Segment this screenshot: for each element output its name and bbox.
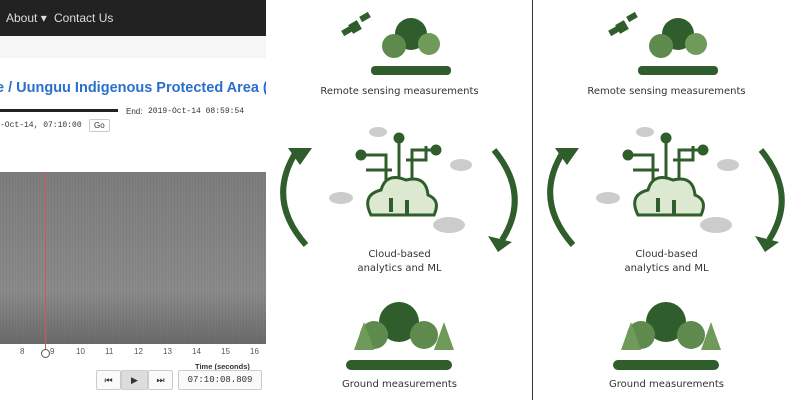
trees-top-icon xyxy=(371,18,451,75)
spectrogram[interactable] xyxy=(0,172,266,344)
prev-button[interactable]: ⏮ xyxy=(96,370,121,390)
satellite-icon xyxy=(608,11,638,37)
label-cloud-1: Cloud-based xyxy=(368,249,431,260)
cloud-analytics-icon xyxy=(622,132,709,217)
audio-viewer-page: About ▾ Contact Us e / Uunguu Indigenous… xyxy=(0,0,266,400)
play-button[interactable]: ▶ xyxy=(121,370,148,390)
go-button[interactable]: Go xyxy=(89,119,110,132)
trees-ground-icon xyxy=(346,302,454,370)
playhead-line[interactable] xyxy=(45,172,46,350)
end-value: 2019-Oct-14 08:59:54 xyxy=(148,107,245,116)
trees-top-icon xyxy=(638,18,718,75)
label-ground: Ground measurements xyxy=(609,379,724,390)
cloud-analytics-icon xyxy=(355,132,442,217)
navbar: About ▾ Contact Us xyxy=(0,0,266,36)
diagram-panel: Remote sensing measurements Cloud-based … xyxy=(266,0,533,400)
cycle-diagram-icons xyxy=(280,11,518,370)
label-remote-sensing: Remote sensing measurements xyxy=(320,86,479,97)
cycle-diagram-icons xyxy=(547,11,785,370)
satellite-icon xyxy=(341,11,371,37)
next-button[interactable]: ⏭ xyxy=(148,370,173,390)
cycle-arrow-left-icon xyxy=(547,150,576,247)
label-remote-sensing: Remote sensing measurements xyxy=(587,86,746,97)
cycle-arrow-left-icon xyxy=(280,150,309,247)
nav-contact[interactable]: Contact Us xyxy=(54,11,114,25)
range-slider[interactable] xyxy=(0,109,118,112)
cloud-decor-icon xyxy=(329,127,472,233)
nav-about[interactable]: About ▾ xyxy=(6,11,47,25)
cloud-decor-icon xyxy=(596,127,739,233)
label-cloud-1: Cloud-based xyxy=(635,249,698,260)
start-input[interactable]: -Oct-14, 07:10:00 xyxy=(0,121,82,130)
label-ground: Ground measurements xyxy=(342,379,457,390)
time-display: 07:10:08.809 xyxy=(178,370,262,390)
trees-ground-icon xyxy=(613,302,721,370)
breadcrumb-band xyxy=(0,36,266,58)
playhead-handle[interactable] xyxy=(41,349,50,358)
diagram-panel-copy: Remote sensing measurements Cloud-based … xyxy=(533,0,800,400)
cycle-arrow-right-icon xyxy=(491,148,518,242)
page-title[interactable]: e / Uunguu Indigenous Protected Area (W xyxy=(0,80,266,96)
label-cloud-2: analytics and ML xyxy=(357,263,442,274)
cycle-arrow-right-icon xyxy=(758,148,785,242)
end-label: End: xyxy=(126,107,143,116)
axis-label: Time (seconds) xyxy=(195,362,250,371)
label-cloud-2: analytics and ML xyxy=(624,263,709,274)
panel-divider xyxy=(532,0,533,400)
